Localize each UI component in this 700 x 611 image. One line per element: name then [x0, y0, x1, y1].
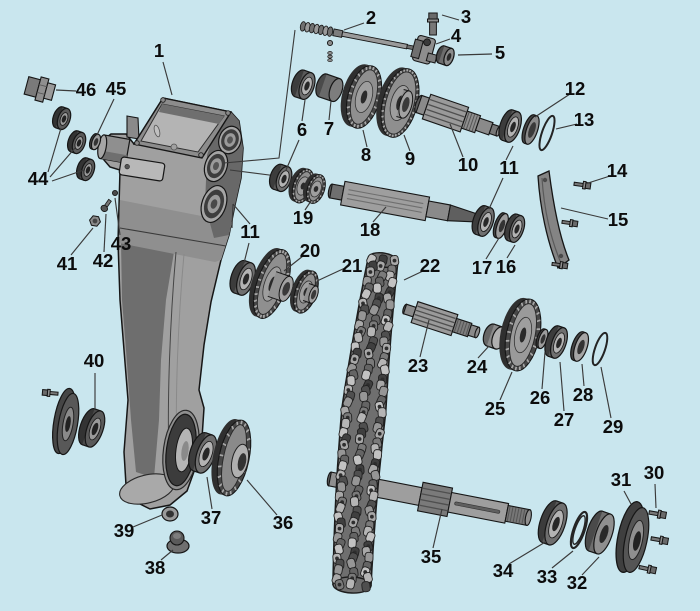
svg-text:4: 4 — [451, 25, 462, 46]
svg-text:7: 7 — [324, 118, 334, 139]
svg-text:3: 3 — [461, 6, 471, 27]
svg-text:24: 24 — [467, 356, 488, 377]
svg-text:22: 22 — [420, 255, 441, 276]
svg-text:8: 8 — [361, 144, 371, 165]
svg-text:33: 33 — [537, 566, 558, 587]
svg-text:1: 1 — [154, 40, 164, 61]
svg-text:34: 34 — [493, 560, 514, 581]
svg-text:6: 6 — [297, 119, 307, 140]
svg-text:21: 21 — [342, 255, 363, 276]
svg-text:43: 43 — [111, 233, 132, 254]
svg-text:25: 25 — [485, 398, 506, 419]
svg-text:45: 45 — [106, 78, 127, 99]
svg-text:2: 2 — [366, 7, 376, 28]
svg-text:15: 15 — [608, 209, 629, 230]
svg-text:20: 20 — [300, 240, 321, 261]
svg-text:19: 19 — [293, 207, 314, 228]
svg-text:38: 38 — [145, 557, 166, 578]
svg-text:42: 42 — [93, 250, 114, 271]
svg-text:9: 9 — [405, 148, 415, 169]
svg-text:39: 39 — [114, 520, 135, 541]
svg-text:13: 13 — [574, 109, 595, 130]
svg-text:23: 23 — [408, 355, 429, 376]
svg-text:28: 28 — [573, 384, 594, 405]
svg-text:18: 18 — [360, 219, 381, 240]
svg-text:11: 11 — [499, 157, 519, 178]
svg-text:46: 46 — [76, 79, 97, 100]
svg-text:5: 5 — [495, 42, 505, 63]
svg-text:16: 16 — [496, 256, 517, 277]
svg-text:12: 12 — [565, 78, 586, 99]
svg-text:31: 31 — [611, 469, 632, 490]
svg-text:35: 35 — [421, 546, 442, 567]
svg-text:14: 14 — [607, 160, 628, 181]
svg-text:40: 40 — [84, 350, 105, 371]
svg-text:32: 32 — [567, 572, 588, 593]
svg-text:36: 36 — [273, 512, 294, 533]
svg-text:17: 17 — [472, 257, 493, 278]
svg-text:37: 37 — [201, 507, 222, 528]
svg-text:11: 11 — [240, 221, 260, 242]
svg-text:10: 10 — [458, 154, 479, 175]
svg-text:27: 27 — [554, 409, 575, 430]
svg-text:29: 29 — [603, 416, 624, 437]
svg-text:26: 26 — [530, 387, 551, 408]
svg-text:44: 44 — [28, 168, 49, 189]
svg-text:41: 41 — [57, 253, 78, 274]
svg-text:30: 30 — [644, 462, 665, 483]
